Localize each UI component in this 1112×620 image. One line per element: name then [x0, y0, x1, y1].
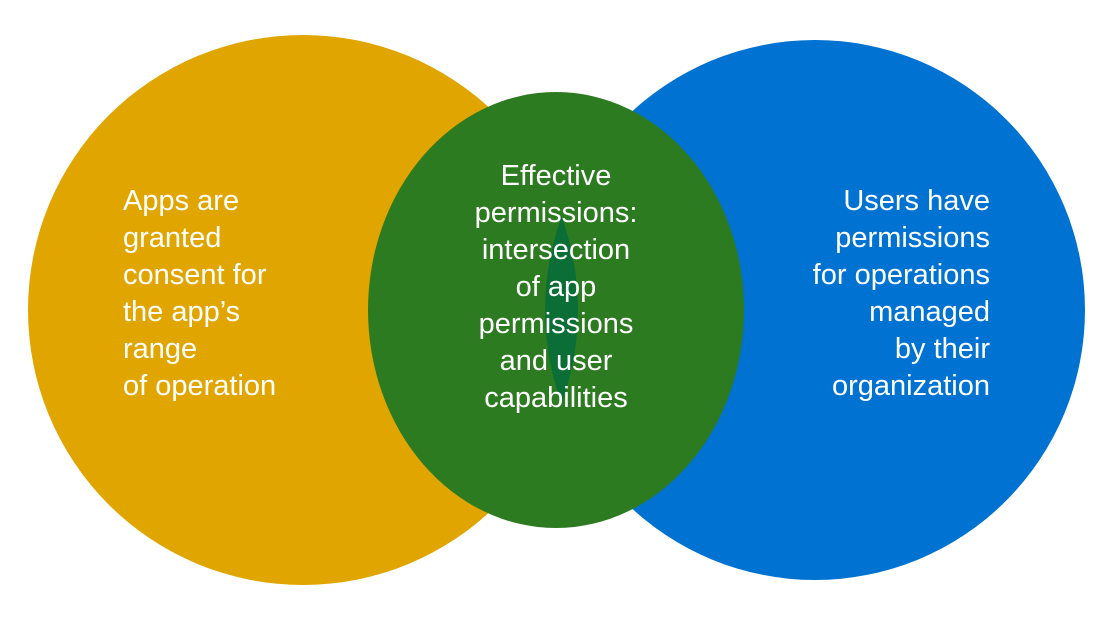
label-line: consent for	[123, 259, 267, 291]
label-line: granted	[123, 222, 222, 254]
label-line: Effective	[500, 160, 612, 192]
effective-permissions-description: Effective permissions: intersection of app p…	[446, 158, 666, 417]
apps-description: Apps are granted consent for the app’s range…	[123, 183, 276, 405]
label-line: the app’s	[123, 296, 241, 328]
label-line: and user	[499, 345, 613, 377]
label-line: permissions:	[474, 197, 638, 229]
label-line: by their	[894, 333, 990, 365]
users-description: Users have permissions for operations manag…	[813, 183, 990, 405]
label-line: Users have	[843, 185, 990, 217]
label-line: capabilities	[484, 382, 628, 414]
label-line: range	[123, 333, 198, 365]
label-line: of app	[515, 271, 597, 303]
label-line: intersection	[481, 234, 631, 266]
label-line: organization	[832, 370, 990, 402]
label-line: managed	[869, 296, 990, 328]
label-line: of operation	[123, 370, 277, 402]
label-line: Apps are	[123, 185, 240, 217]
label-line: for operations	[812, 259, 990, 291]
label-line: permissions	[835, 222, 990, 254]
intersection-region	[545, 92, 578, 528]
label-line: permissions	[478, 308, 634, 340]
